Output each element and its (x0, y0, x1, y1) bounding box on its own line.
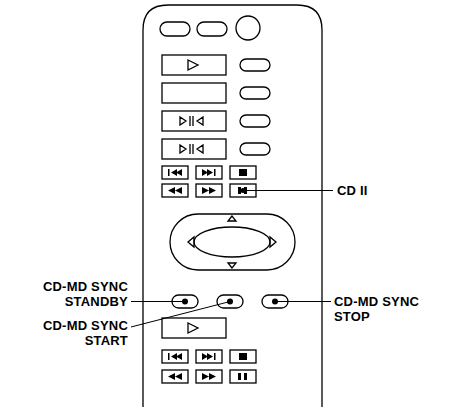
callout-label: CD-MD SYNC STANDBY (10, 279, 128, 309)
leader-line (131, 301, 185, 302)
leader-line (243, 190, 333, 191)
callout-label: CD II (337, 183, 447, 198)
callout-label: CD-MD SYNC STOP (334, 294, 444, 324)
callout-label: CD-MD SYNC START (10, 318, 128, 348)
leader-line (275, 301, 331, 302)
leader-line (131, 302, 230, 328)
remote-housing (143, 5, 322, 407)
